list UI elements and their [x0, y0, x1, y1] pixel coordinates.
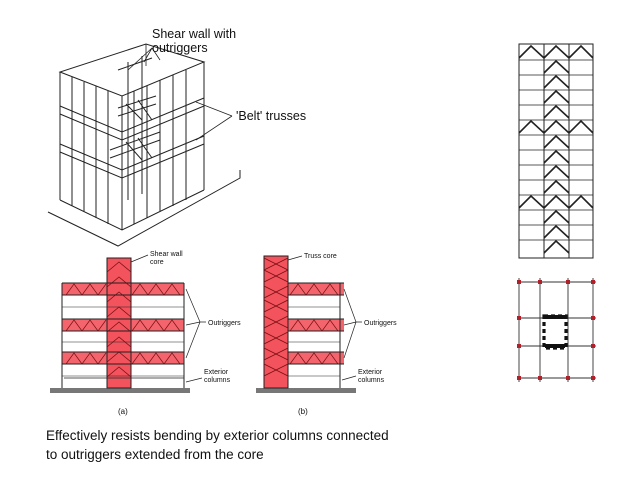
isometric-building-diagram	[47, 43, 241, 247]
label-shear-wall-with: Shear wall with	[152, 27, 236, 41]
figure-a-shear-wall-core	[50, 254, 206, 393]
caption-a: (a)	[118, 407, 128, 416]
figure-b-truss-core	[256, 255, 362, 393]
label-shear-wall: Shear wall	[150, 251, 183, 258]
caption-line-1: Effectively resists bending by exterior …	[46, 428, 389, 443]
label-exterior-a: Exterior	[204, 369, 229, 376]
braced-tower-elevation	[518, 43, 594, 259]
label-outriggers-top: outriggers	[152, 41, 208, 55]
label-belt-trusses: 'Belt' trusses	[236, 109, 306, 123]
label-columns-a: columns	[204, 377, 231, 384]
label-outriggers-a: Outriggers	[208, 320, 241, 327]
caption-line-2: to outriggers extended from the core	[46, 447, 264, 462]
label-truss-core: Truss core	[304, 253, 337, 260]
caption-b: (b)	[298, 407, 308, 416]
label-outriggers-b: Outriggers	[364, 320, 397, 327]
label-columns-b: columns	[358, 377, 385, 384]
slide-caption: Effectively resists bending by exterior …	[46, 426, 466, 464]
floor-plan	[517, 278, 596, 382]
label-exterior-b: Exterior	[358, 369, 383, 376]
label-core: core	[150, 259, 164, 266]
